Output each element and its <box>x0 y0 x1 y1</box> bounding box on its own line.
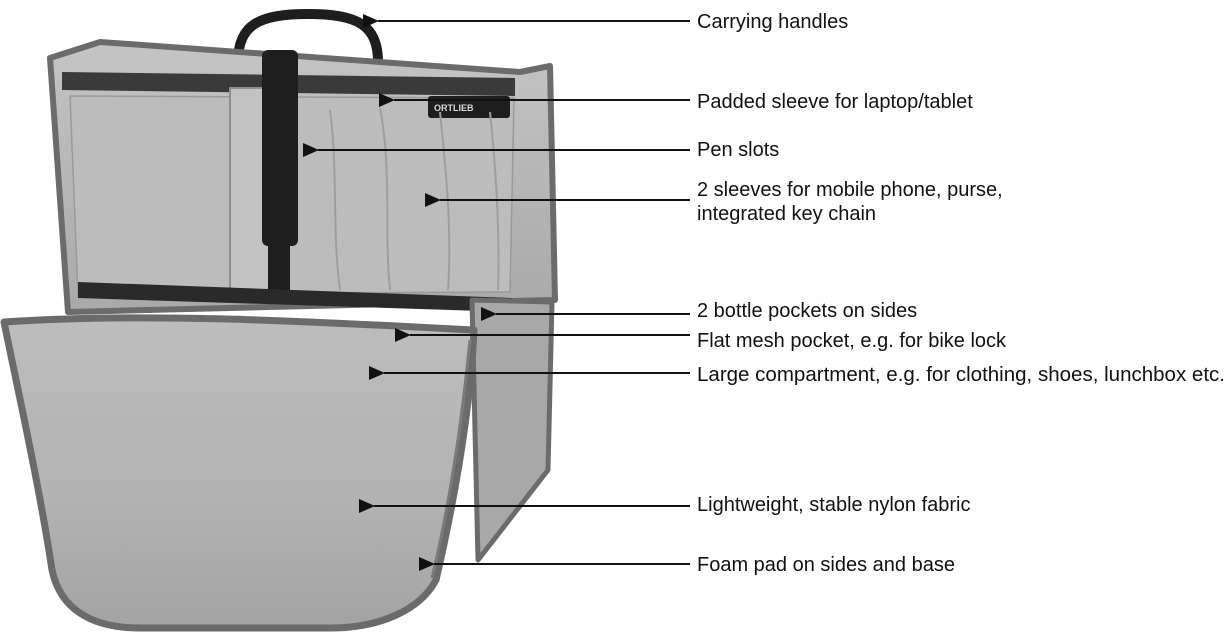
carrying-handle <box>233 8 383 67</box>
brand-patch-text: ORTLIEB <box>434 103 474 113</box>
strap-end <box>268 244 290 302</box>
leader-lines <box>303 14 690 571</box>
label-phone-sleeves-line2: integrated key chain <box>697 203 876 225</box>
middle-zipper <box>78 282 512 312</box>
phone-sleeve-folds <box>329 107 500 291</box>
label-bottle-pockets: 2 bottle pockets on sides <box>697 300 917 322</box>
label-nylon-fabric: Lightweight, stable nylon fabric <box>697 494 971 516</box>
vertical-strap <box>262 50 298 246</box>
callout-labels: Carrying handles Padded sleeve for lapto… <box>697 11 1225 576</box>
label-padded-sleeve: Padded sleeve for laptop/tablet <box>697 91 973 113</box>
label-mesh-pocket: Flat mesh pocket, e.g. for bike lock <box>697 330 1007 352</box>
label-large-compartment: Large compartment, e.g. for clothing, sh… <box>697 364 1225 386</box>
organizer-insert-illustration: ORTLIEB <box>0 8 558 632</box>
label-carrying-handles: Carrying handles <box>697 11 848 33</box>
foam-pad-seam <box>430 339 472 579</box>
label-foam-pad: Foam pad on sides and base <box>697 554 955 576</box>
label-phone-sleeves-line1: 2 sleeves for mobile phone, purse, <box>697 179 1003 201</box>
label-pen-slots: Pen slots <box>697 139 779 161</box>
side-bottle-pocket <box>469 297 555 563</box>
large-compartment-front <box>0 314 478 632</box>
